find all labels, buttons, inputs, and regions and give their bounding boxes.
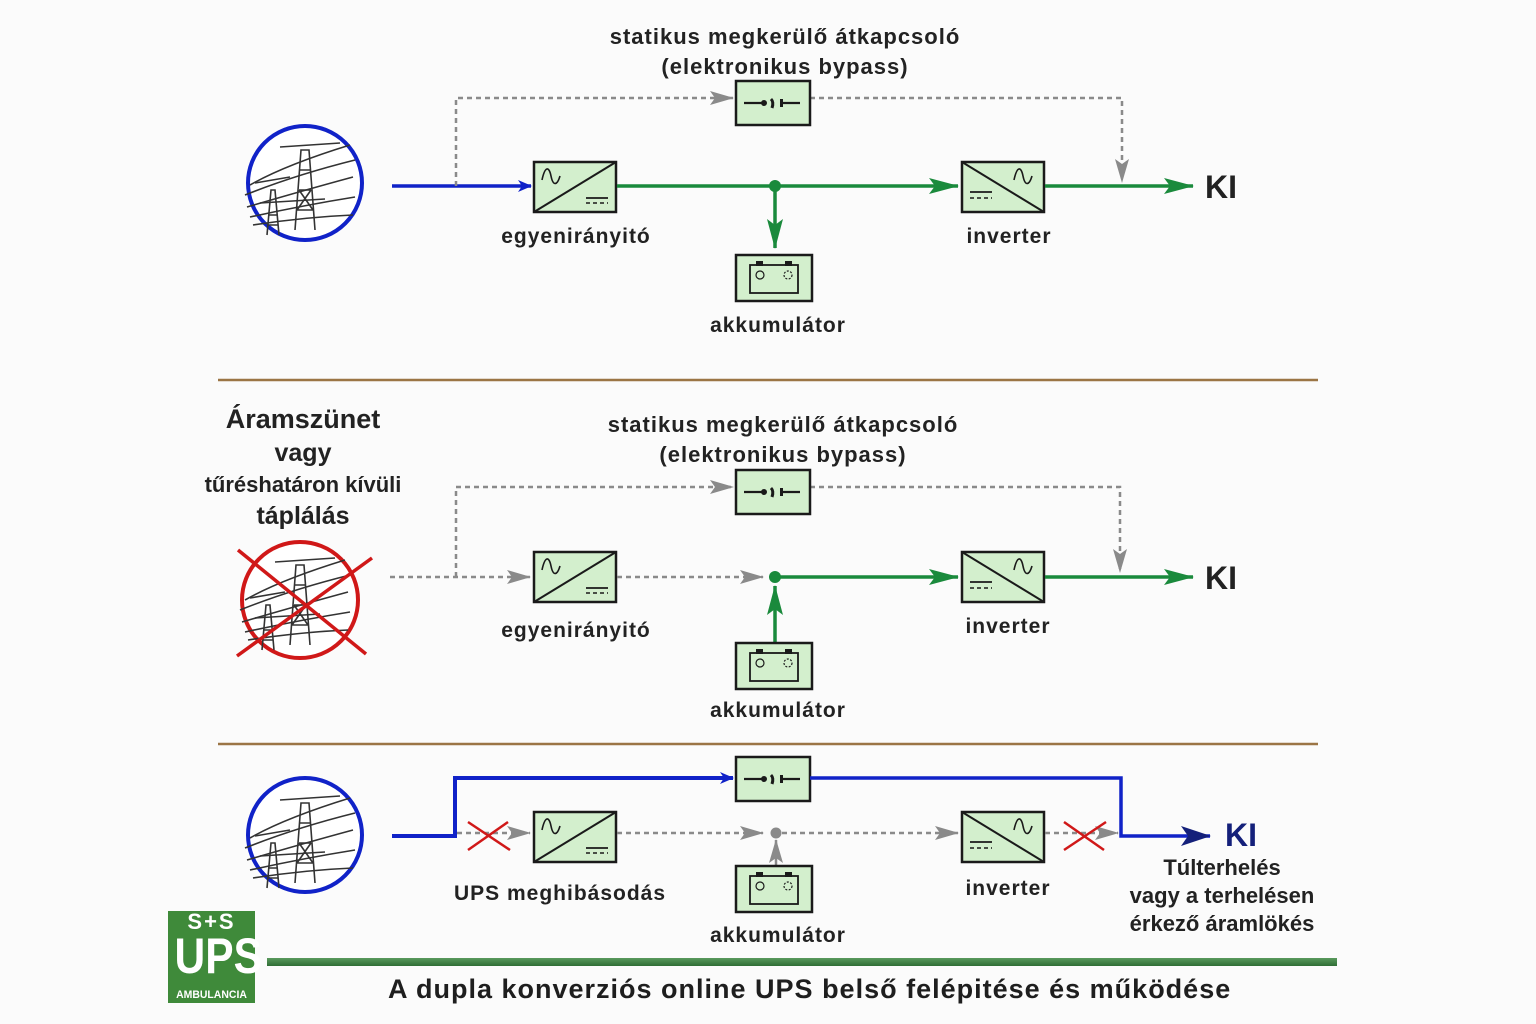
rectifier-label: egyenirányitó bbox=[501, 225, 651, 248]
bypass-path bbox=[454, 91, 734, 186]
inverter-label: inverter bbox=[966, 225, 1051, 248]
panel-normal-operation: statikus megkerülő átkapcsoló (elektroni… bbox=[244, 24, 1237, 337]
bypass-output-path bbox=[810, 776, 1211, 846]
inverter-label: inverter bbox=[965, 615, 1050, 638]
sos-ups-ambulancia-logo: S+S UPS AMBULANCIA bbox=[168, 909, 262, 1003]
mains-source-icon bbox=[244, 124, 364, 242]
battery-icon bbox=[734, 864, 814, 914]
bypass-label-1: statikus megkerülő átkapcsoló bbox=[610, 24, 961, 49]
rectifier-fail-cross-icon bbox=[467, 820, 511, 852]
static-switch-icon bbox=[734, 79, 812, 127]
bypass-path bbox=[454, 480, 734, 577]
battery-label: akkumulátor bbox=[710, 924, 846, 947]
condition-line-2: vagy bbox=[275, 439, 332, 467]
inverter-icon bbox=[960, 810, 1046, 864]
dc-junction bbox=[770, 827, 782, 839]
battery-label: akkumulátor bbox=[710, 314, 846, 337]
ups-failure-label: UPS meghibásodás bbox=[454, 882, 666, 905]
mains-source-icon bbox=[244, 776, 364, 894]
bypass-return-path bbox=[810, 96, 1129, 183]
condition-line-3: tűréshatáron kívüli bbox=[205, 472, 402, 497]
footer-title: A dupla konverziós online UPS belső felé… bbox=[388, 974, 1232, 1004]
bypass-label-2: (elektronikus bypass) bbox=[661, 54, 908, 79]
rectifier-icon bbox=[532, 160, 618, 214]
rectifier-icon bbox=[532, 810, 618, 864]
output-ki-label: KI bbox=[1205, 169, 1237, 205]
static-switch-icon bbox=[734, 755, 812, 803]
panel-bypass-operation: UPS meghibásodás inverter akkumulátor KI… bbox=[244, 755, 1315, 947]
inverter-icon bbox=[960, 550, 1046, 604]
output-condition-2: vagy a terhelésen bbox=[1130, 883, 1315, 908]
rectifier-icon bbox=[532, 550, 618, 604]
footer-green-bar bbox=[267, 958, 1337, 966]
output-ki-label: KI bbox=[1205, 560, 1237, 596]
battery-label: akkumulátor bbox=[710, 699, 846, 722]
logo-ambulancia-text: AMBULANCIA bbox=[176, 989, 247, 1001]
condition-line-1: Áramszünet bbox=[226, 403, 381, 434]
bypass-label-2: (elektronikus bypass) bbox=[659, 442, 906, 467]
inverter-fail-cross-icon bbox=[1063, 820, 1107, 852]
output-condition-3: érkező áramlökés bbox=[1130, 911, 1315, 936]
battery-icon bbox=[734, 253, 814, 303]
output-condition-1: Túlterhelés bbox=[1163, 855, 1280, 880]
bypass-label-1: statikus megkerülő átkapcsoló bbox=[608, 412, 959, 437]
output-ki-label: KI bbox=[1225, 817, 1257, 853]
inverter-label: inverter bbox=[965, 877, 1050, 900]
condition-line-4: táplálás bbox=[256, 502, 349, 530]
bypass-active-path bbox=[392, 772, 734, 838]
panel-mains-failure: Áramszünet vagy tűréshatáron kívüli tápl… bbox=[205, 403, 1237, 722]
logo-ups-text: UPS bbox=[174, 928, 262, 984]
failed-mains-icon bbox=[235, 540, 374, 660]
logo-sos-text: S+S bbox=[187, 909, 236, 934]
rectifier-label: egyenirányitó bbox=[501, 619, 651, 642]
battery-icon bbox=[734, 641, 814, 691]
bypass-return-path bbox=[810, 485, 1127, 573]
inverter-icon bbox=[960, 160, 1046, 214]
static-switch-icon bbox=[734, 468, 812, 516]
